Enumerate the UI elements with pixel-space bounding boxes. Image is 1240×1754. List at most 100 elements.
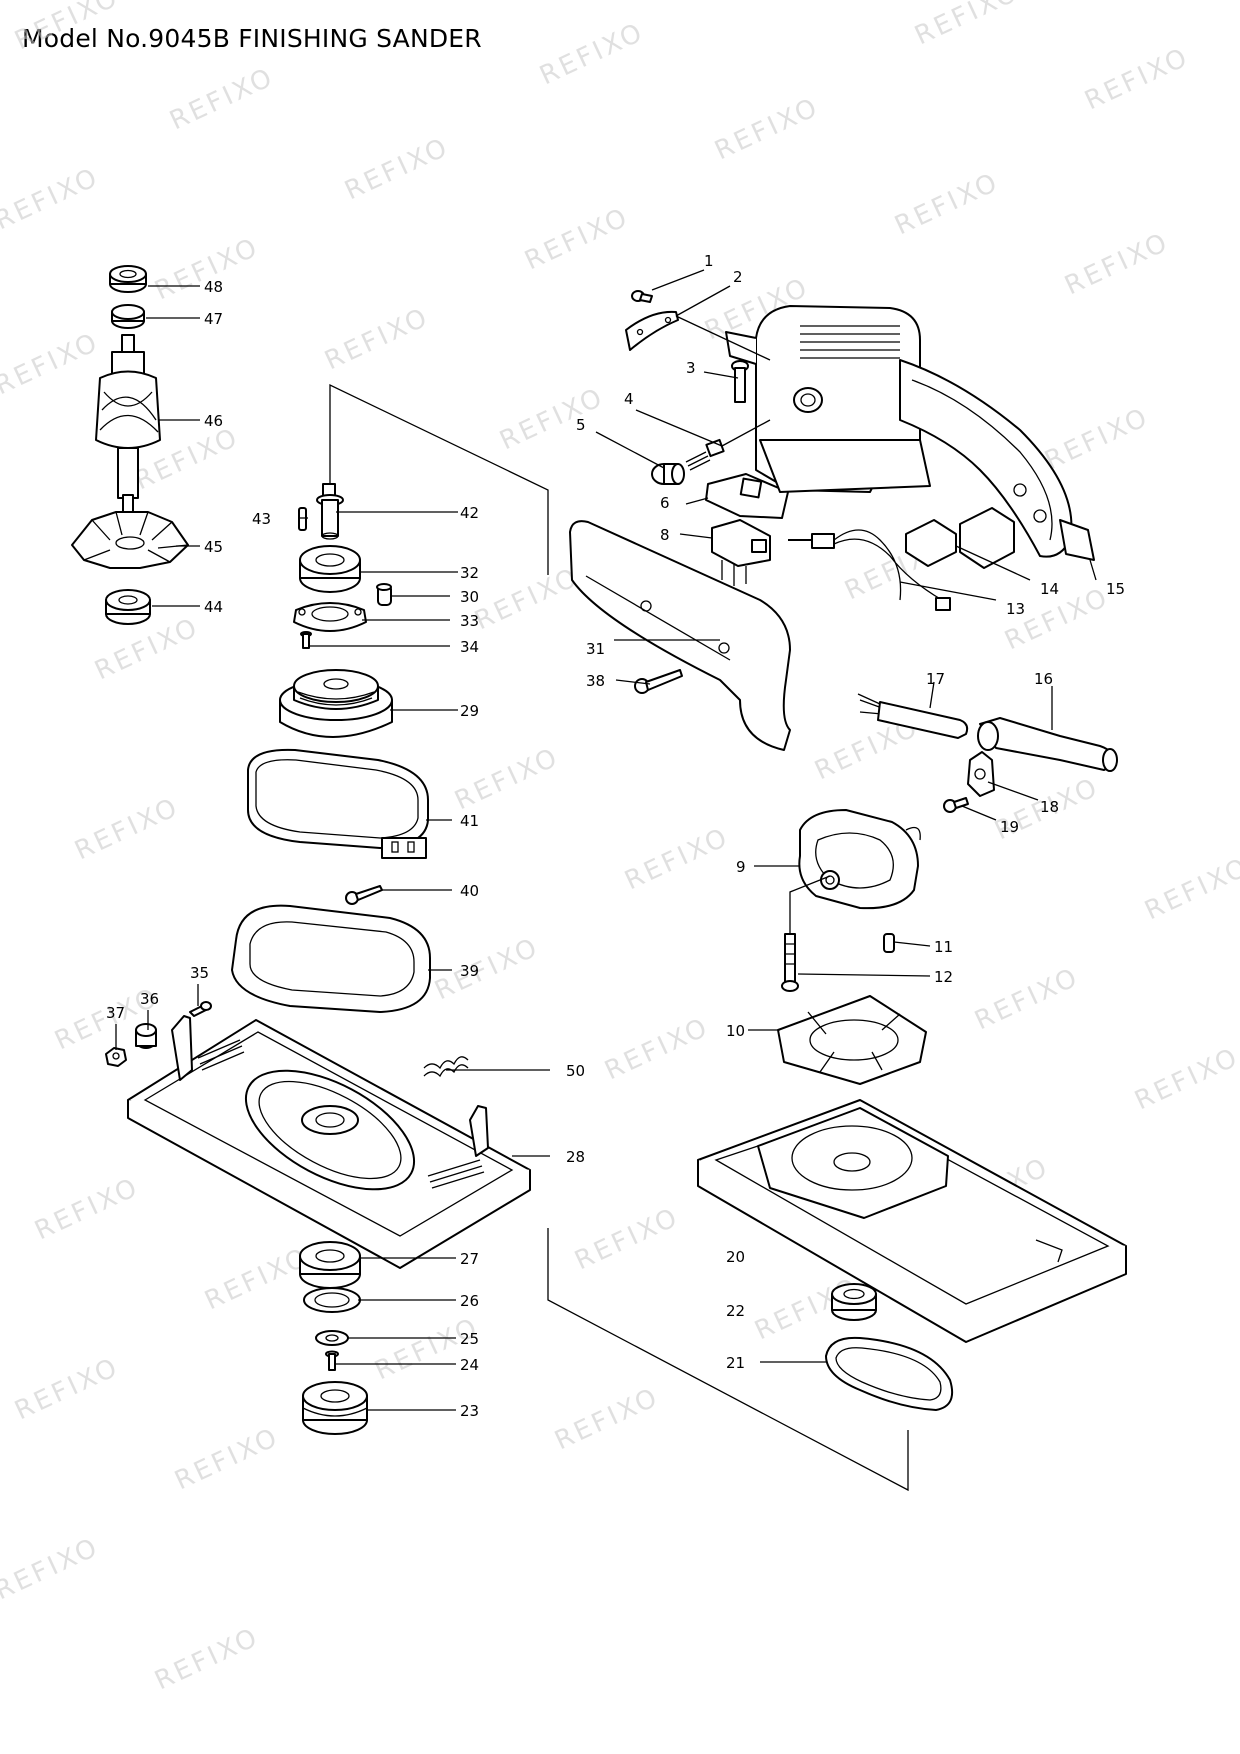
watermark: REFIXO [495,382,609,456]
watermark: REFIXO [910,0,1024,51]
part-36-roller [135,1023,157,1049]
part-30-pin [376,583,392,606]
watermark: REFIXO [1130,1042,1240,1116]
callout-labels: 1 2 3 4 5 6 8 9 10 11 12 13 14 15 16 17 … [106,252,1125,1420]
callout-27: 27 [460,1250,479,1268]
callout-1: 1 [704,252,714,270]
callout-37: 37 [106,1004,125,1022]
callout-32: 32 [460,564,479,582]
watermark: REFIXO [0,1532,104,1606]
watermark: REFIXO [600,1012,714,1086]
part-45-fan [71,511,189,569]
part-44-ball-bearing [105,589,151,625]
callout-41: 41 [460,812,479,830]
part-32-ball-bearing [299,545,361,593]
watermark: REFIXO [970,962,1084,1036]
callout-30: 30 [460,588,479,606]
part-2-plate [625,310,679,351]
part-16-cord-guard [977,717,1118,772]
watermark: REFIXO [170,1422,284,1496]
callout-36: 36 [140,990,159,1008]
watermark: REFIXO [1080,42,1194,116]
callout-47: 47 [204,310,223,328]
part-1-screw [631,290,653,303]
part-23-balancer [302,1381,368,1435]
part-48-ball-bearing [109,265,147,293]
callout-11: 11 [934,938,953,956]
part-21-rubber-ring [825,1336,954,1411]
callout-29: 29 [460,702,479,720]
part-10-field-seat [777,995,927,1085]
watermark: REFIXO [570,1202,684,1276]
watermark: REFIXO [70,792,184,866]
watermark: REFIXO [470,562,584,636]
callout-8: 8 [660,526,670,544]
callout-28: 28 [566,1148,585,1166]
watermark: REFIXO [1060,227,1174,301]
watermark: REFIXO [0,327,104,401]
part-13-lead-wire [788,529,951,611]
part-35-screw [189,1001,212,1017]
callout-12: 12 [934,968,953,986]
callout-20: 20 [726,1248,745,1266]
part-25-washer [315,1330,349,1346]
leader-lines [115,269,1097,1492]
part-28-pad [127,1015,531,1269]
part-22-rubber-cap [831,1283,877,1321]
callout-26: 26 [460,1292,479,1310]
part-5-brush-holder-cap [651,463,685,485]
callout-24: 24 [460,1356,479,1374]
watermark: REFIXO [430,932,544,1006]
part-6-switch-lever [705,473,789,519]
callout-16: 16 [1034,670,1053,688]
watermark: REFIXO [200,1242,314,1316]
callout-31: 31 [586,640,605,658]
part-24-screw [325,1350,339,1371]
callout-38: 38 [586,672,605,690]
part-41-band [247,748,429,859]
watermark: REFIXO [370,1312,484,1386]
callout-15: 15 [1106,580,1125,598]
callout-34: 34 [460,638,479,656]
callout-42: 42 [460,504,479,522]
callout-33: 33 [460,612,479,630]
watermark: REFIXO [340,132,454,206]
watermark: REFIXO [10,0,124,56]
callout-23: 23 [460,1402,479,1420]
watermark: REFIXO [30,1172,144,1246]
callout-10: 10 [726,1022,745,1040]
part-14-noise-suppressor [905,507,1015,569]
watermark: REFIXO [150,1622,264,1696]
part-26-ring [303,1287,361,1313]
callout-4: 4 [624,390,634,408]
callout-39: 39 [460,962,479,980]
watermark: REFIXO [450,742,564,816]
part-15-motor-housing [725,305,1095,561]
part-43-pin [298,507,307,531]
part-50-spring [423,1056,469,1078]
watermark: REFIXO [1040,402,1154,476]
part-40-screw [345,885,383,905]
callout-25: 25 [460,1330,479,1348]
part-20-base [697,1099,1127,1343]
part-39-dust-seal [231,904,431,1013]
watermark: REFIXO [90,612,204,686]
callout-5: 5 [576,416,586,434]
part-18-strain-relief [967,751,995,797]
watermark: REFIXO [165,62,279,136]
callout-2: 2 [733,268,743,286]
watermark-layer: REFIXO REFIXO REFIXO REFIXO REFIXO REFIX… [0,0,1240,1696]
callout-19: 19 [1000,818,1019,836]
callout-46: 46 [204,412,223,430]
part-34-screw [300,631,312,649]
watermark: REFIXO [0,162,104,236]
callout-9: 9 [736,858,746,876]
watermark: REFIXO [550,1382,664,1456]
part-19-screw [943,797,969,813]
part-11-pin [883,933,895,953]
watermark: REFIXO [890,167,1004,241]
callout-13: 13 [1006,600,1025,618]
part-46-armature [95,334,161,516]
watermark: REFIXO [10,1352,124,1426]
